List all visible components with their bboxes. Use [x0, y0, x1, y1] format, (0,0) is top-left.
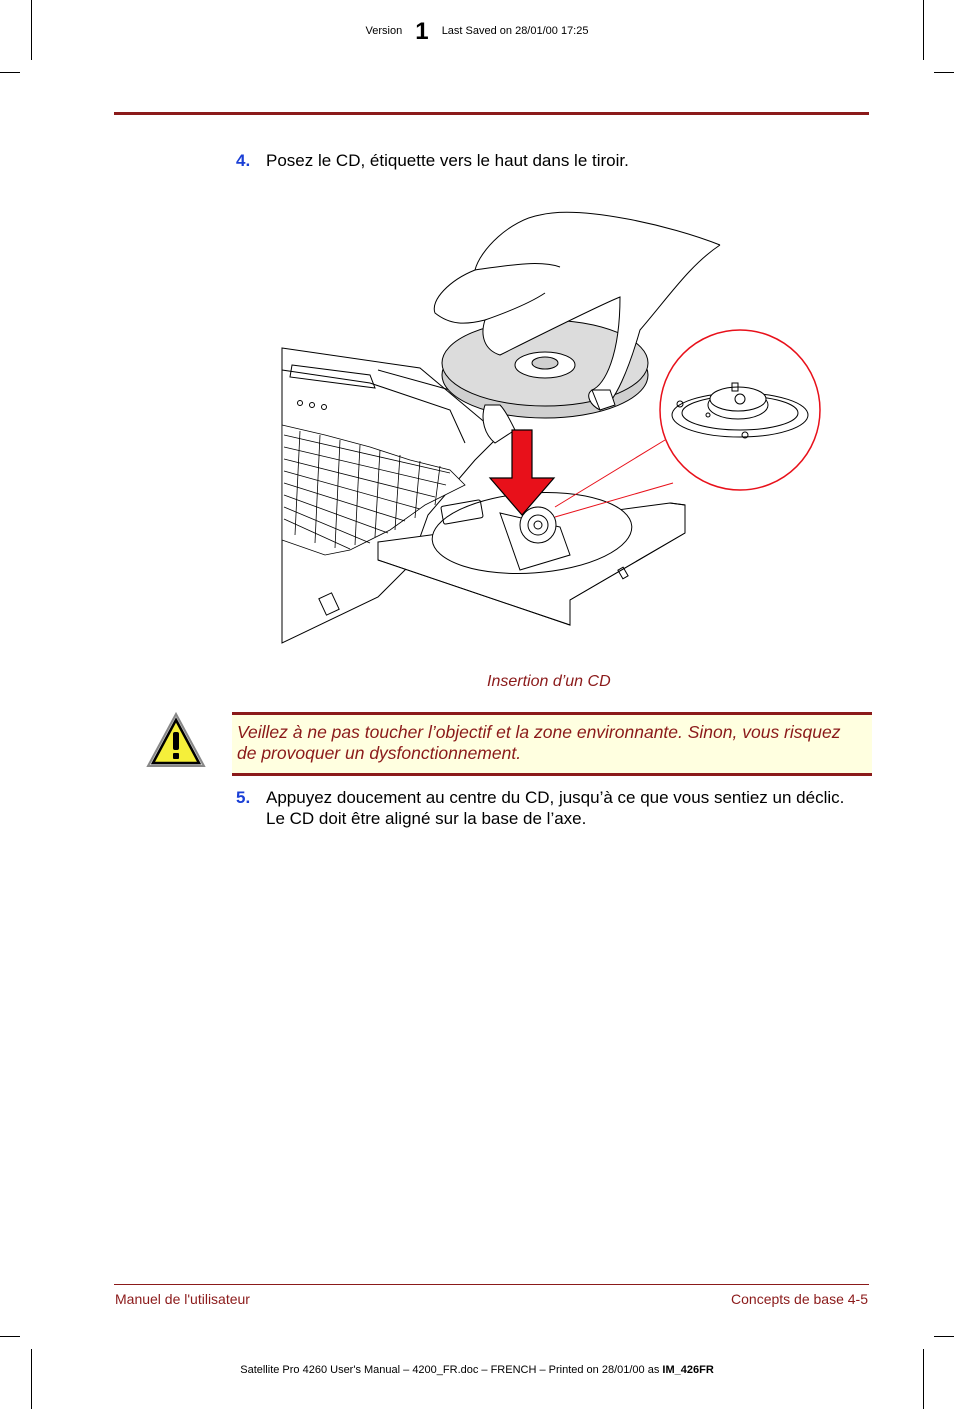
port	[318, 592, 340, 616]
down-arrow	[488, 429, 556, 516]
crop-mark	[934, 1336, 954, 1337]
last-saved: Last Saved on 28/01/00 17:25	[441, 25, 589, 37]
crop-mark	[923, 1349, 924, 1409]
warning-triangle-icon	[146, 711, 206, 767]
hand	[433, 211, 721, 444]
zoom-callout	[554, 329, 821, 518]
header-rule	[114, 112, 869, 115]
print-metadata-code: IM_426FR	[662, 1364, 714, 1376]
crop-mark	[31, 0, 32, 60]
crop-mark	[31, 1349, 32, 1409]
figure-caption: Insertion d’un CD	[487, 673, 611, 690]
caution-box: Veillez à ne pas toucher l’objectif et l…	[232, 712, 872, 776]
footer-page-number: Concepts de base 4-5	[731, 1291, 868, 1307]
keyboard	[281, 424, 466, 556]
crop-mark	[0, 1336, 20, 1337]
status-lights	[297, 400, 327, 410]
version-header: Version 1 Last Saved on 28/01/00 17:25	[0, 18, 954, 46]
crop-mark	[0, 72, 20, 73]
crop-mark	[934, 72, 954, 73]
step-text: Posez le CD, étiquette vers le haut dans…	[266, 151, 629, 170]
caution-text: Veillez à ne pas toucher l’objectif et l…	[237, 722, 841, 763]
crop-mark	[923, 0, 924, 60]
print-metadata: Satellite Pro 4260 User's Manual – 4200_…	[0, 1364, 954, 1376]
step-text: Appuyez doucement au centre du CD, jusqu…	[266, 788, 845, 828]
version-label: Version	[365, 25, 403, 37]
cd-insertion-illustration	[281, 211, 821, 644]
cd-tray	[377, 491, 686, 626]
footer-manual-title: Manuel de l'utilisateur	[115, 1291, 250, 1307]
footer-rule	[114, 1284, 869, 1285]
step-number: 4.	[236, 151, 251, 170]
version-number: 1	[415, 18, 429, 45]
print-metadata-text: Satellite Pro 4260 User's Manual – 4200_…	[240, 1364, 663, 1376]
step-number: 5.	[236, 788, 251, 807]
